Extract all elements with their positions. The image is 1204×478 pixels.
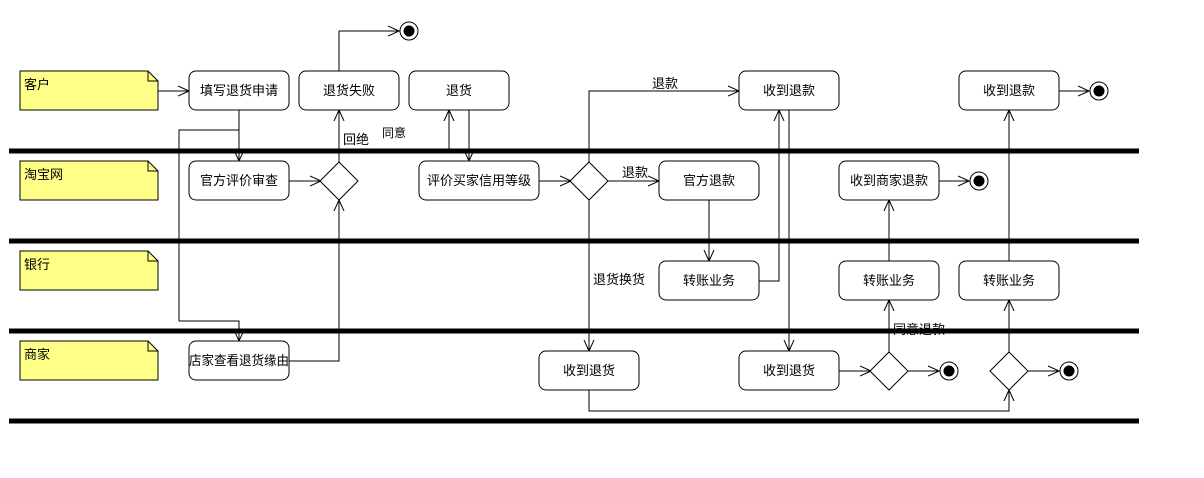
lane-label-merchant: 商家: [24, 347, 50, 363]
activity-merchant-view-reason-label: 店家查看退货缘由: [189, 353, 289, 369]
edge-goods-received-1-to-diamond-2: [588, 390, 1009, 412]
edge-diamond-to-refund-top: [588, 91, 739, 162]
activity-transfer-1: 转账业务: [658, 260, 760, 301]
activity-official-refund-label: 官方退款: [683, 173, 735, 189]
activity-official-review: 官方评价审查: [188, 160, 290, 201]
edge-label-reject: 回绝: [343, 132, 369, 148]
activity-official-review-label: 官方评价审查: [200, 173, 278, 189]
connectors: [158, 31, 1089, 412]
final-node-4: [939, 361, 959, 381]
final-node-3: [969, 171, 989, 191]
edge-label-exchange: 退货换货: [593, 272, 645, 288]
activity-transfer-1-label: 转账业务: [683, 273, 735, 289]
lane-note-bank: 银行: [19, 250, 159, 291]
activity-refund-received-1-label: 收到退款: [763, 84, 815, 99]
final-node-5: [1059, 361, 1079, 381]
final-node-1: [399, 21, 419, 41]
decision-rate: [569, 161, 609, 201]
activity-refund-received-2: 收到退款: [958, 70, 1060, 111]
edge-merchant-view-to-diamond: [289, 200, 339, 362]
activity-fill-request-label: 填写退货申请: [200, 83, 278, 99]
lane-note-merchant: 商家: [19, 340, 159, 381]
decision-merchant-1: [869, 351, 909, 391]
edge-label-refund-top: 退款: [652, 77, 678, 92]
edge-label-agree: 同意: [382, 125, 406, 140]
activity-return-failed: 退货失败: [298, 70, 400, 111]
final-node-2: [1089, 81, 1109, 101]
lane-note-customer: 客户: [19, 70, 159, 111]
edge-diamond-to-return: [339, 110, 449, 151]
activity-goods-received-2: 收到退货: [738, 350, 840, 391]
activity-refund-received-2-label: 收到退款: [983, 84, 1035, 99]
activity-rate-credit: 评价买家信用等级: [418, 160, 540, 201]
edge-label-agree-refund: 同意退款: [893, 322, 945, 338]
activity-return-failed-label: 退货失败: [323, 83, 375, 99]
activity-merchant-refund-received-label: 收到商家退款: [850, 173, 928, 189]
decision-review: [319, 161, 359, 201]
edge-transfer-to-refund-received: [759, 110, 779, 282]
activity-rate-credit-label: 评价买家信用等级: [427, 173, 531, 189]
activity-merchant-refund-received: 收到商家退款: [838, 160, 940, 201]
activity-official-refund: 官方退款: [658, 160, 760, 201]
activity-merchant-view-reason: 店家查看退货缘由: [188, 340, 290, 381]
activity-transfer-2-label: 转账业务: [863, 273, 915, 289]
decision-merchant-2: [989, 351, 1029, 391]
lane-label-taobao: 淘宝网: [24, 168, 63, 183]
edge-failed-to-final: [338, 31, 399, 71]
activity-transfer-3: 转账业务: [958, 260, 1060, 301]
activity-transfer-2: 转账业务: [838, 260, 940, 301]
edge-label-refund-mid: 退款: [622, 166, 648, 181]
activity-goods-received-1-label: 收到退货: [563, 363, 615, 379]
activity-return-goods: 退货: [408, 70, 510, 111]
activity-goods-received-2-label: 收到退货: [763, 363, 815, 379]
lane-label-customer: 客户: [24, 77, 50, 93]
lane-note-taobao: 淘宝网: [19, 160, 159, 201]
edge-fill-to-merchant-view: [178, 110, 239, 341]
activity-fill-request: 填写退货申请: [188, 70, 290, 111]
activity-goods-received-1: 收到退货: [538, 350, 640, 391]
activity-transfer-3-label: 转账业务: [983, 273, 1035, 289]
activity-return-goods-label: 退货: [446, 83, 472, 99]
swimlane-separators: [9, 148, 1139, 424]
lane-label-bank: 银行: [24, 258, 50, 273]
activity-refund-received-1: 收到退款: [738, 70, 840, 111]
